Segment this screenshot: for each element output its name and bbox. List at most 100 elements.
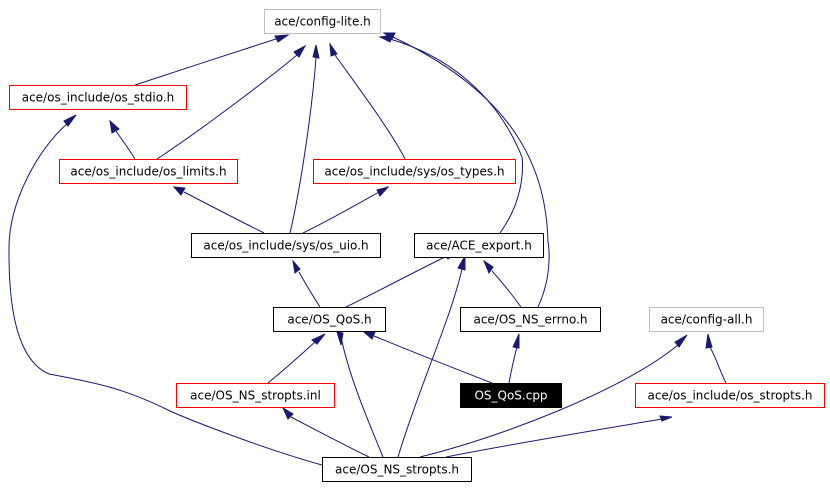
node-os-uio[interactable]: ace/os_include/sys/os_uio.h [191,233,381,258]
edge-os_types-to-config_lite [329,42,406,160]
edge-arrowhead [659,415,673,422]
node-label: ace/OS_NS_stropts.h [335,463,459,477]
node-os-stdio[interactable]: ace/os_include/os_stdio.h [9,85,187,110]
edge-line [419,344,679,458]
edge-os_qos_h-to-ace_export [345,250,459,308]
node-os-stropts[interactable]: ace/os_include/os_stropts.h [635,383,825,408]
node-config-lite[interactable]: ace/config-lite.h [264,9,381,34]
edge-arrowhead [482,259,494,275]
edge-layer [8,32,727,466]
edge-arrowhead [329,42,338,57]
edge-os_ns_stropts_inl-to-os_qos_h [267,333,326,384]
node-os-limits[interactable]: ace/os_include/os_limits.h [59,159,238,184]
node-label: ace/ACE_export.h [426,239,532,253]
edge-os_uio-to-config_lite [289,44,320,234]
node-box [322,457,472,482]
edge-line [373,335,493,384]
node-os-qos-cpp: OS_QoS.cpp [460,383,562,408]
edge-line [397,268,463,458]
node-os-ns-stropts-h[interactable]: ace/OS_NS_stropts.h [322,457,472,482]
edge-line [709,346,727,384]
edge-os_qos_h-to-os_uio [292,259,321,308]
node-box [273,307,386,332]
node-layer: ace/config-lite.h ace/os_include/os_stdio… [9,9,825,482]
node-box [460,383,562,408]
edge-arrowhead [63,114,77,127]
edge-os_ns_stropts_h-to-os_stdio [8,114,323,466]
node-label: ace/os_include/os_stropts.h [647,389,812,403]
edge-line [389,38,524,234]
edge-os_limits-to-os_stdio [109,119,136,160]
edge-line [290,416,370,458]
node-label: ace/os_include/os_limits.h [70,165,226,179]
edge-arrowhead [172,186,186,196]
node-box [313,159,516,184]
node-label: ace/OS_QoS.h [287,313,371,327]
edge-os_ns_stropts_h-to-config_all [419,334,688,458]
edge-line [156,54,298,160]
node-label: ace/os_include/os_stdio.h [22,91,175,105]
edge-os_ns_stropts_h-to-ace_export [397,254,466,458]
edge-arrowhead [382,32,396,40]
node-box [264,9,381,34]
node-config-all[interactable]: ace/config-all.h [649,307,764,332]
edge-line [339,330,384,458]
edge-arrowhead [293,44,307,58]
edge-os_limits-to-config_lite [156,44,307,160]
edge-ace_export-to-config_lite [378,34,524,234]
node-os-ns-errno[interactable]: ace/OS_NS_errno.h [460,307,601,332]
node-os-qos-h[interactable]: ace/OS_QoS.h [273,307,386,332]
edge-line [445,418,663,458]
edge-line [508,346,518,384]
edge-os_qos_cpp-to-os_qos_h [362,331,493,384]
node-label: ace/config-all.h [661,313,753,327]
edge-line [115,130,136,160]
edge-os_stropts-to-config_all [705,333,727,384]
edge-line [298,271,321,308]
edge-arrowhead [281,406,294,420]
edge-os_uio-to-os_limits [172,186,265,234]
node-box [191,233,381,258]
node-box [59,159,238,184]
node-label: ace/OS_NS_stropts.inl [190,389,321,403]
edge-line [289,57,317,234]
edge-line [302,191,380,234]
edge-line [334,54,406,160]
edge-line [345,255,448,308]
edge-os_ns_errno-to-config_lite [382,32,550,308]
node-os-types[interactable]: ace/os_include/sys/os_types.h [313,159,516,184]
edge-arrowhead [457,254,466,271]
edge-os_stdio-to-config_lite [134,34,290,86]
edge-arrowhead [674,334,688,348]
node-box [635,383,825,408]
edge-os_ns_stropts_h-to-os_qos_h [336,330,384,458]
edge-line [134,37,280,86]
edge-line [267,340,317,384]
node-box [9,85,187,110]
edge-arrowhead [336,331,344,346]
edge-arrowhead [312,44,320,59]
node-box [460,307,601,332]
edge-arrowhead [292,259,301,274]
node-ace-export[interactable]: ace/ACE_export.h [414,233,544,258]
node-label: ace/config-lite.h [274,15,371,29]
node-label: OS_QoS.cpp [474,389,547,403]
node-os-ns-stropts-inl[interactable]: ace/OS_NS_stropts.inl [176,383,335,408]
edge-arrowhead [376,186,390,197]
node-label: ace/OS_NS_errno.h [473,313,587,327]
node-box [649,307,764,332]
edge-os_ns_stropts_h-to-os_stropts [445,415,673,458]
node-box [414,233,544,258]
node-label: ace/os_include/sys/os_types.h [324,165,504,179]
edge-os_uio-to-os_types [302,186,390,234]
node-label: ace/os_include/sys/os_uio.h [203,239,368,253]
node-box [176,383,335,408]
edge-os_ns_errno-to-ace_export [482,259,522,308]
edge-arrowhead [705,333,713,349]
edge-os_ns_stropts_h-to-os_ns_stropts_inl [281,406,370,458]
edge-arrowhead [311,333,326,345]
edge-line [8,123,323,466]
edge-os_qos_cpp-to-os_ns_errno [508,333,520,384]
edge-line [491,270,522,308]
